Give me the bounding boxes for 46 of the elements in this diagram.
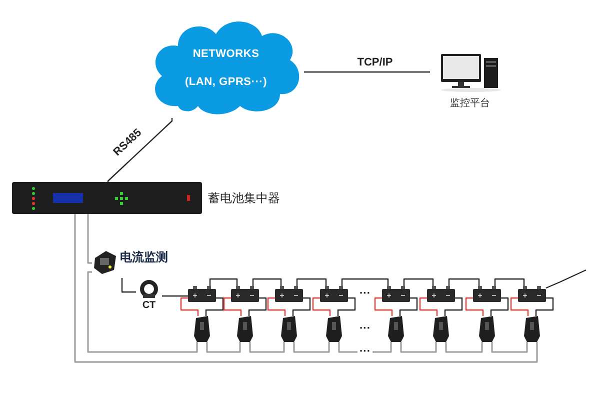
connector-wire xyxy=(465,297,484,316)
connector-wire xyxy=(341,278,389,286)
connector-wire xyxy=(248,297,267,316)
connector-wire xyxy=(223,297,242,316)
connector-wire xyxy=(312,297,331,316)
connector-wire xyxy=(400,342,437,353)
connector-wire xyxy=(293,342,330,353)
node-label: (LAN, GPRS···) xyxy=(184,75,268,90)
connector-wire xyxy=(252,278,282,286)
node-label: CT xyxy=(142,301,156,311)
connector-wire xyxy=(490,297,509,316)
edge-label: TCP/IP xyxy=(355,58,395,68)
connector-wire xyxy=(292,297,311,316)
connector-wire xyxy=(510,297,529,316)
connector-wire xyxy=(162,295,188,297)
connector-wire xyxy=(546,269,586,289)
connector-wire xyxy=(445,342,483,353)
connector-wire xyxy=(419,297,438,316)
connector-wire xyxy=(180,297,199,316)
connector-wire xyxy=(338,342,392,353)
connector-wire xyxy=(444,297,463,316)
connector-wire xyxy=(107,118,173,182)
connector-wire xyxy=(249,342,285,353)
connector-wire xyxy=(374,297,393,316)
connector-wire xyxy=(399,297,418,316)
connector-wire xyxy=(121,278,136,293)
connector-wire xyxy=(494,278,525,286)
node-label: 电流监测 xyxy=(120,249,168,266)
connector-wire xyxy=(74,214,538,363)
connector-wire xyxy=(206,342,241,353)
connector-wire xyxy=(535,297,554,316)
connector-wire xyxy=(209,278,238,286)
node-label: NETWORKS xyxy=(192,46,260,62)
connector-wire xyxy=(337,297,356,316)
connector-wire xyxy=(491,342,528,353)
node-label: 监控平台 xyxy=(450,96,490,111)
connector-wire xyxy=(267,297,286,316)
node-label: 蓄电池集中器 xyxy=(208,190,280,207)
connector-wire xyxy=(448,278,480,286)
connector-wire xyxy=(304,71,430,73)
connector-wire xyxy=(87,214,92,264)
ellipsis-label: ··· xyxy=(360,324,370,334)
connector-wire xyxy=(403,278,434,286)
connector-wire xyxy=(205,297,224,316)
connector-wire xyxy=(87,271,198,353)
connector-wire xyxy=(296,278,327,286)
